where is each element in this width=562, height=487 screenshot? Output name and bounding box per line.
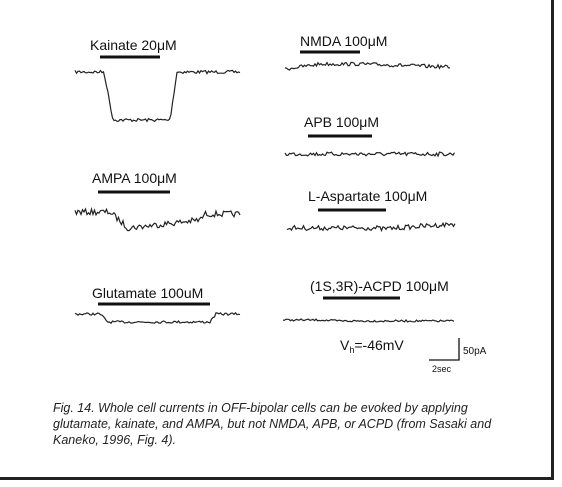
figure-caption: Fig. 14. Whole cell currents in OFF-bipo… <box>53 401 492 447</box>
trace-laspartate <box>286 221 456 233</box>
trace-glutamate <box>74 311 241 325</box>
trace-acpd <box>282 318 455 323</box>
scale-current-label: 50pA <box>463 346 487 357</box>
label-nmda: NMDA 100μM <box>300 33 387 49</box>
scale-bar <box>429 338 460 361</box>
label-acpd: (1S,3R)-ACPD 100μM <box>310 278 449 294</box>
label-laspartate: L-Aspartate 100μM <box>308 188 427 204</box>
trace-kainate <box>74 69 241 123</box>
figure-frame <box>0 0 554 480</box>
trace-apb <box>284 151 456 158</box>
label-kainate: Kainate 20μM <box>90 37 177 53</box>
electrophysiology-figure: Kainate 20μM AMPA 100μM Glutamate 100uM … <box>74 33 487 374</box>
trace-nmda <box>284 61 450 71</box>
trace-ampa <box>74 206 241 232</box>
scale-time-label: 2sec <box>432 364 452 374</box>
label-glutamate: Glutamate 100uM <box>92 285 203 301</box>
label-apb: APB 100μM <box>304 114 379 130</box>
label-ampa: AMPA 100μM <box>92 170 177 186</box>
holding-potential-label: Vh=-46mV <box>340 337 404 355</box>
